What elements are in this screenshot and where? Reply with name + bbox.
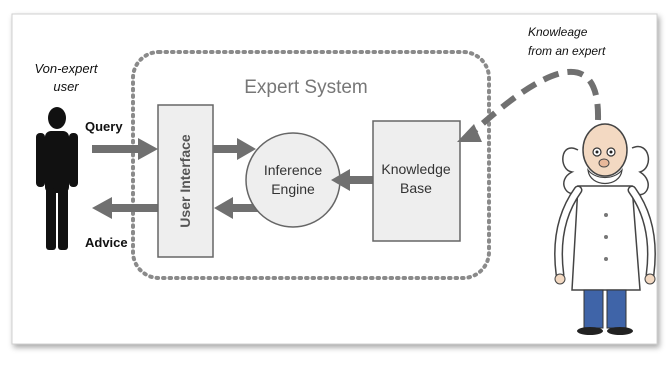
advice-arrow	[92, 197, 158, 219]
query-label: Query	[85, 119, 123, 134]
expert-system-title: Expert System	[244, 77, 368, 98]
expert-knowledge-dashed-arrow	[467, 68, 602, 138]
expert-system-boundary	[131, 50, 491, 280]
knowledge-base-label-line2: Base	[400, 180, 432, 196]
user-label-line1: Von-expert	[34, 61, 98, 76]
knowledge-base-label-line1: Knowledge	[381, 161, 450, 177]
knowledge-base-box	[372, 120, 461, 242]
ui-to-engine-arrow	[213, 138, 256, 160]
kb-to-engine-arrow	[331, 169, 374, 191]
expert-label-line2: from an expert	[528, 44, 606, 58]
inference-engine-label-line2: Engine	[271, 181, 315, 197]
inference-engine-label-line1: Inference	[264, 162, 323, 178]
user-interface-label: User Interface	[177, 134, 193, 228]
engine-to-ui-arrow	[214, 197, 261, 219]
expert-knowledge-arrowhead	[457, 124, 482, 142]
advice-label: Advice	[85, 235, 128, 250]
user-person-icon	[36, 107, 78, 250]
expert-scientist-icon	[554, 123, 656, 335]
query-arrow	[92, 138, 158, 160]
user-interface-box	[157, 104, 214, 258]
user-label-line2: user	[53, 79, 79, 94]
expert-label-line1: Knowleage	[528, 25, 588, 39]
inference-engine-circle	[245, 132, 341, 228]
